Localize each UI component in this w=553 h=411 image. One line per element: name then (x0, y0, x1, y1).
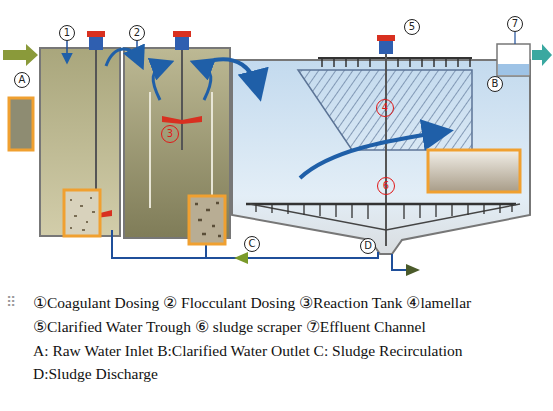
callout-circle: D (360, 238, 376, 254)
callout-circle: A (14, 72, 30, 88)
callout-number: D (364, 241, 372, 251)
callout-number: 1 (64, 28, 70, 38)
trough-teeth (322, 58, 470, 67)
inlet-arrow (3, 44, 38, 66)
callout-circle: B (487, 76, 503, 92)
legend-line: ⑤Clarified Water Trough ⑥ sludge scraper… (33, 318, 426, 336)
leader-line (514, 32, 515, 44)
callout-circle: 4 (376, 99, 394, 117)
discharge-arrow (406, 264, 420, 276)
coagulation-tank (40, 48, 120, 236)
effluent-channel (497, 44, 530, 76)
scraper-drive (379, 40, 393, 54)
callout-circle: 1 (59, 25, 75, 41)
coagulation-photo (64, 190, 100, 236)
clarified-water-trough (318, 57, 472, 59)
callout-number: 7 (512, 19, 518, 29)
floc-specks (70, 198, 95, 230)
impeller (162, 116, 202, 124)
callout-number: 2 (134, 28, 140, 38)
callout-circle: 7 (507, 16, 523, 32)
flow-arrow (300, 132, 442, 178)
recirculation-arrow (234, 252, 248, 264)
callout-number: 3 (167, 129, 173, 139)
legend-line: ①Coagulant Dosing ② Flocculant Dosing ③R… (33, 294, 471, 312)
motor-cap (87, 31, 105, 37)
motor-cap (377, 35, 395, 41)
raw-water-photo (9, 98, 33, 150)
outlet-arrow (532, 44, 552, 66)
flow-arrow (214, 59, 258, 90)
draft-tube-wall (211, 92, 213, 208)
legend-line: A: Raw Water Inlet B:Clarified Water Out… (33, 342, 463, 360)
drag-handle: ⠿ (6, 294, 16, 310)
callout-number: 6 (383, 181, 389, 191)
callout-circle: C (244, 236, 260, 252)
callout-circle: 5 (404, 19, 420, 35)
callout-circle: 2 (129, 25, 145, 41)
leader-line (66, 41, 68, 60)
scraper-shaft (385, 54, 387, 246)
scraper-blades (256, 204, 512, 219)
motor-cap (173, 31, 191, 37)
legend-line: D:Sludge Discharge (33, 365, 158, 383)
process-illustration (0, 0, 553, 290)
scraper-arm (250, 204, 520, 230)
callout-circle: 3 (161, 125, 179, 143)
sludge-scraper (246, 203, 516, 206)
effluent-water (498, 64, 529, 75)
callout-number: A (19, 75, 26, 85)
callout-number: 4 (382, 103, 388, 113)
mixer-motor (175, 36, 189, 50)
mixer-motor (89, 36, 103, 50)
clarified-water-photo (428, 150, 520, 192)
flow-arrow (198, 64, 211, 100)
flow-arrow (106, 49, 140, 66)
flow-arrow (153, 64, 166, 100)
callout-number: C (249, 239, 256, 249)
callout-circle: 6 (377, 177, 395, 195)
callout-number: B (492, 79, 499, 89)
floc-specks (195, 203, 221, 236)
discharge-pipe (392, 254, 408, 270)
draft-tube-wall (149, 92, 151, 208)
clarifier-tank (232, 60, 530, 254)
mixer-shaft (181, 50, 183, 150)
floc-photo (189, 196, 225, 244)
callout-number: 5 (409, 22, 415, 32)
